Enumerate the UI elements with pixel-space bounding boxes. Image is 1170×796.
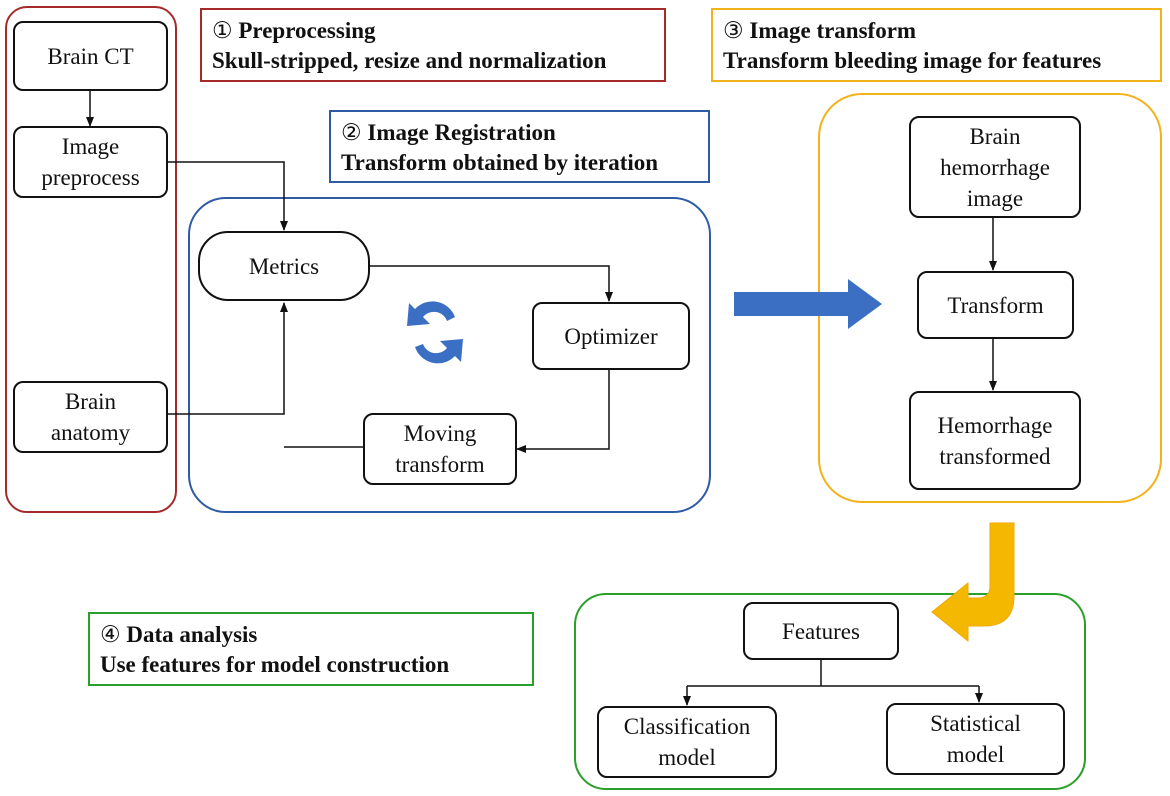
node-metrics: Metrics [198, 231, 370, 301]
node-classification-model: Classification model [597, 706, 777, 778]
label-analysis: ④ Data analysis Use features for model c… [88, 612, 534, 686]
arrow-optimizer-to-moving [516, 370, 610, 453]
node-brain-ct: Brain CT [13, 21, 168, 91]
analysis-group [574, 593, 1086, 790]
arrow-preprocess-to-metrics [168, 161, 288, 231]
stage-subtitle: Transform obtained by iteration [341, 150, 659, 175]
node-image-preprocess: Image preprocess [13, 126, 168, 198]
circular-arrows-icon [407, 301, 463, 364]
node-hemorrhage-image: Brain hemorrhage image [909, 116, 1081, 218]
label-preprocessing: ① Preprocessing Skull-stripped, resize a… [200, 8, 666, 82]
stage-title: Image transform [749, 18, 917, 43]
block-arrow-right-icon [734, 279, 882, 329]
curved-arrow-down-left-icon [931, 522, 1015, 643]
stage-subtitle: Transform bleeding image for features [723, 48, 1102, 73]
stage-number: ② [341, 120, 362, 145]
label-transform: ③ Image transform Transform bleeding ima… [711, 8, 1162, 82]
stage-subtitle: Use features for model construction [100, 652, 450, 677]
stage-number: ③ [723, 18, 744, 43]
label-registration: ② Image Registration Transform obtained … [329, 110, 710, 183]
stage-number: ① [212, 18, 233, 43]
node-optimizer: Optimizer [532, 302, 690, 370]
node-hemorrhage-transformed: Hemorrhage transformed [909, 391, 1081, 490]
arrow-metrics-to-optimizer [370, 265, 613, 302]
stage-subtitle: Skull-stripped, resize and normalization [212, 48, 607, 73]
stage-title: Preprocessing [238, 18, 376, 43]
node-moving-transform: Moving transform [363, 413, 517, 485]
arrow-features-to-models [687, 660, 979, 687]
registration-group [188, 197, 711, 513]
node-transform: Transform [917, 271, 1074, 339]
stage-number: ④ [100, 622, 121, 647]
node-features: Features [743, 602, 899, 660]
stage-title: Image Registration [367, 120, 556, 145]
arrow-anatomy-to-metrics [168, 302, 288, 415]
node-brain-anatomy: Brain anatomy [13, 381, 168, 453]
node-statistical-model: Statistical model [886, 703, 1065, 775]
preprocessing-group [5, 6, 177, 513]
stage-title: Data analysis [126, 622, 258, 647]
